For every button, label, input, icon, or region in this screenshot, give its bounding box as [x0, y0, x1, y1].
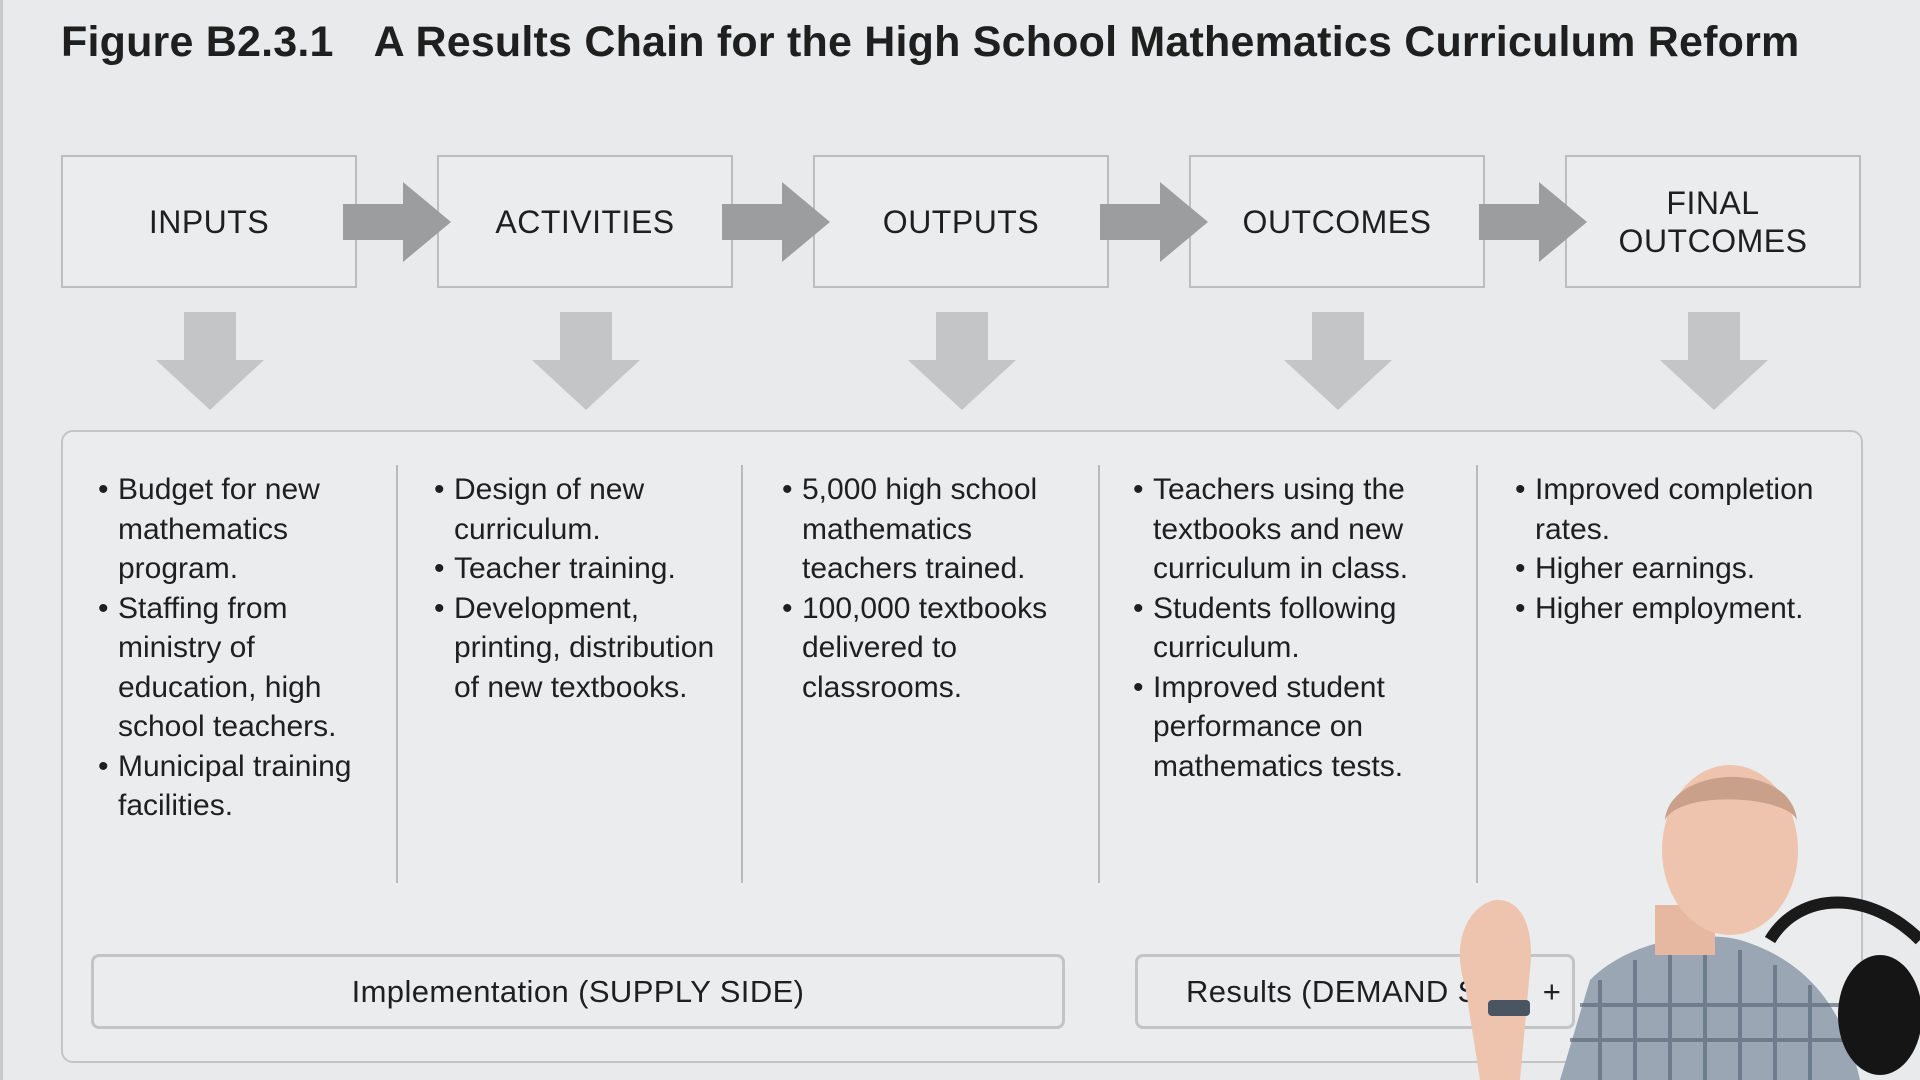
figure-title: Figure B2.3.1 A Results Chain for the Hig…	[61, 18, 1799, 67]
column-divider	[396, 465, 398, 883]
arrow-down-icon	[532, 312, 640, 410]
stage-inputs: INPUTS	[61, 155, 357, 288]
list-item: 100,000 textbooks delivered to classroom…	[782, 589, 1082, 708]
figure-title-text: A Results Chain for the High School Math…	[373, 18, 1800, 66]
arrow-right-icon	[1100, 182, 1208, 262]
stage-final-outcomes: FINAL OUTCOMES	[1565, 155, 1861, 288]
stage-label: OUTCOMES	[1242, 203, 1432, 240]
stage-outputs: OUTPUTS	[813, 155, 1109, 288]
list-item: Design of new curriculum.	[434, 470, 734, 549]
results-label: Results (DEMAND S	[1186, 973, 1479, 1009]
implementation-label: Implementation (SUPPLY SIDE)	[351, 973, 805, 1009]
list-item: Improved completion rates.	[1515, 470, 1855, 549]
outputs-details: 5,000 high school mathematics teachers t…	[782, 470, 1082, 707]
mic-arm	[1764, 896, 1920, 945]
arrow-right-icon	[343, 182, 451, 262]
column-divider	[741, 465, 743, 883]
watch	[1488, 1000, 1530, 1016]
column-divider	[1476, 465, 1478, 883]
arrow-down-icon	[908, 312, 1016, 410]
window-edge	[0, 0, 3, 1080]
list-item: Teacher training.	[434, 549, 734, 589]
list-item: Higher employment.	[1515, 589, 1855, 629]
list-item: Higher earnings.	[1515, 549, 1855, 589]
list-item: Teachers using the textbooks and new cur…	[1133, 470, 1463, 589]
list-item: Students following curriculum.	[1133, 589, 1463, 668]
presenter-shirt	[1560, 936, 1860, 1080]
column-divider	[1098, 465, 1100, 883]
inputs-details: Budget for new mathematics program. Staf…	[98, 470, 388, 826]
results-label-tail: +	[1542, 973, 1562, 1009]
presenter-head	[1662, 765, 1798, 935]
microphone-icon	[1838, 955, 1920, 1075]
list-item: Staffing from ministry of education, hig…	[98, 589, 388, 747]
stage-activities: ACTIVITIES	[437, 155, 733, 288]
figure-label: Figure B2.3.1	[61, 18, 334, 66]
stage-label: ACTIVITIES	[495, 203, 675, 240]
stage-label-line1: FINAL	[1666, 184, 1760, 221]
stage-label: FINAL OUTCOMES	[1619, 184, 1808, 260]
stage-label-line2: OUTCOMES	[1618, 222, 1808, 259]
arrow-down-icon	[1660, 312, 1768, 410]
final-outcomes-details: Improved completion rates. Higher earnin…	[1515, 470, 1855, 628]
presenter-video	[1459, 765, 1920, 1080]
arrow-down-icon	[1284, 312, 1392, 410]
list-item: Improved student performance on mathemat…	[1133, 668, 1463, 787]
list-item: Municipal training facilities.	[98, 747, 388, 826]
stage-label: INPUTS	[148, 203, 270, 240]
list-item: Development, printing, distribution of n…	[434, 589, 734, 708]
presenter-hand	[1459, 899, 1531, 1080]
list-item: Budget for new mathematics program.	[98, 470, 388, 589]
arrow-right-icon	[1479, 182, 1587, 262]
arrow-down-icon	[156, 312, 264, 410]
stage-label: OUTPUTS	[882, 203, 1040, 240]
implementation-box: Implementation (SUPPLY SIDE)	[91, 954, 1065, 1029]
activities-details: Design of new curriculum. Teacher traini…	[434, 470, 734, 707]
outcomes-details: Teachers using the textbooks and new cur…	[1133, 470, 1463, 786]
results-box: Results (DEMAND S +	[1135, 954, 1575, 1029]
arrow-right-icon	[722, 182, 830, 262]
stage-outcomes: OUTCOMES	[1189, 155, 1485, 288]
list-item: 5,000 high school mathematics teachers t…	[782, 470, 1082, 589]
